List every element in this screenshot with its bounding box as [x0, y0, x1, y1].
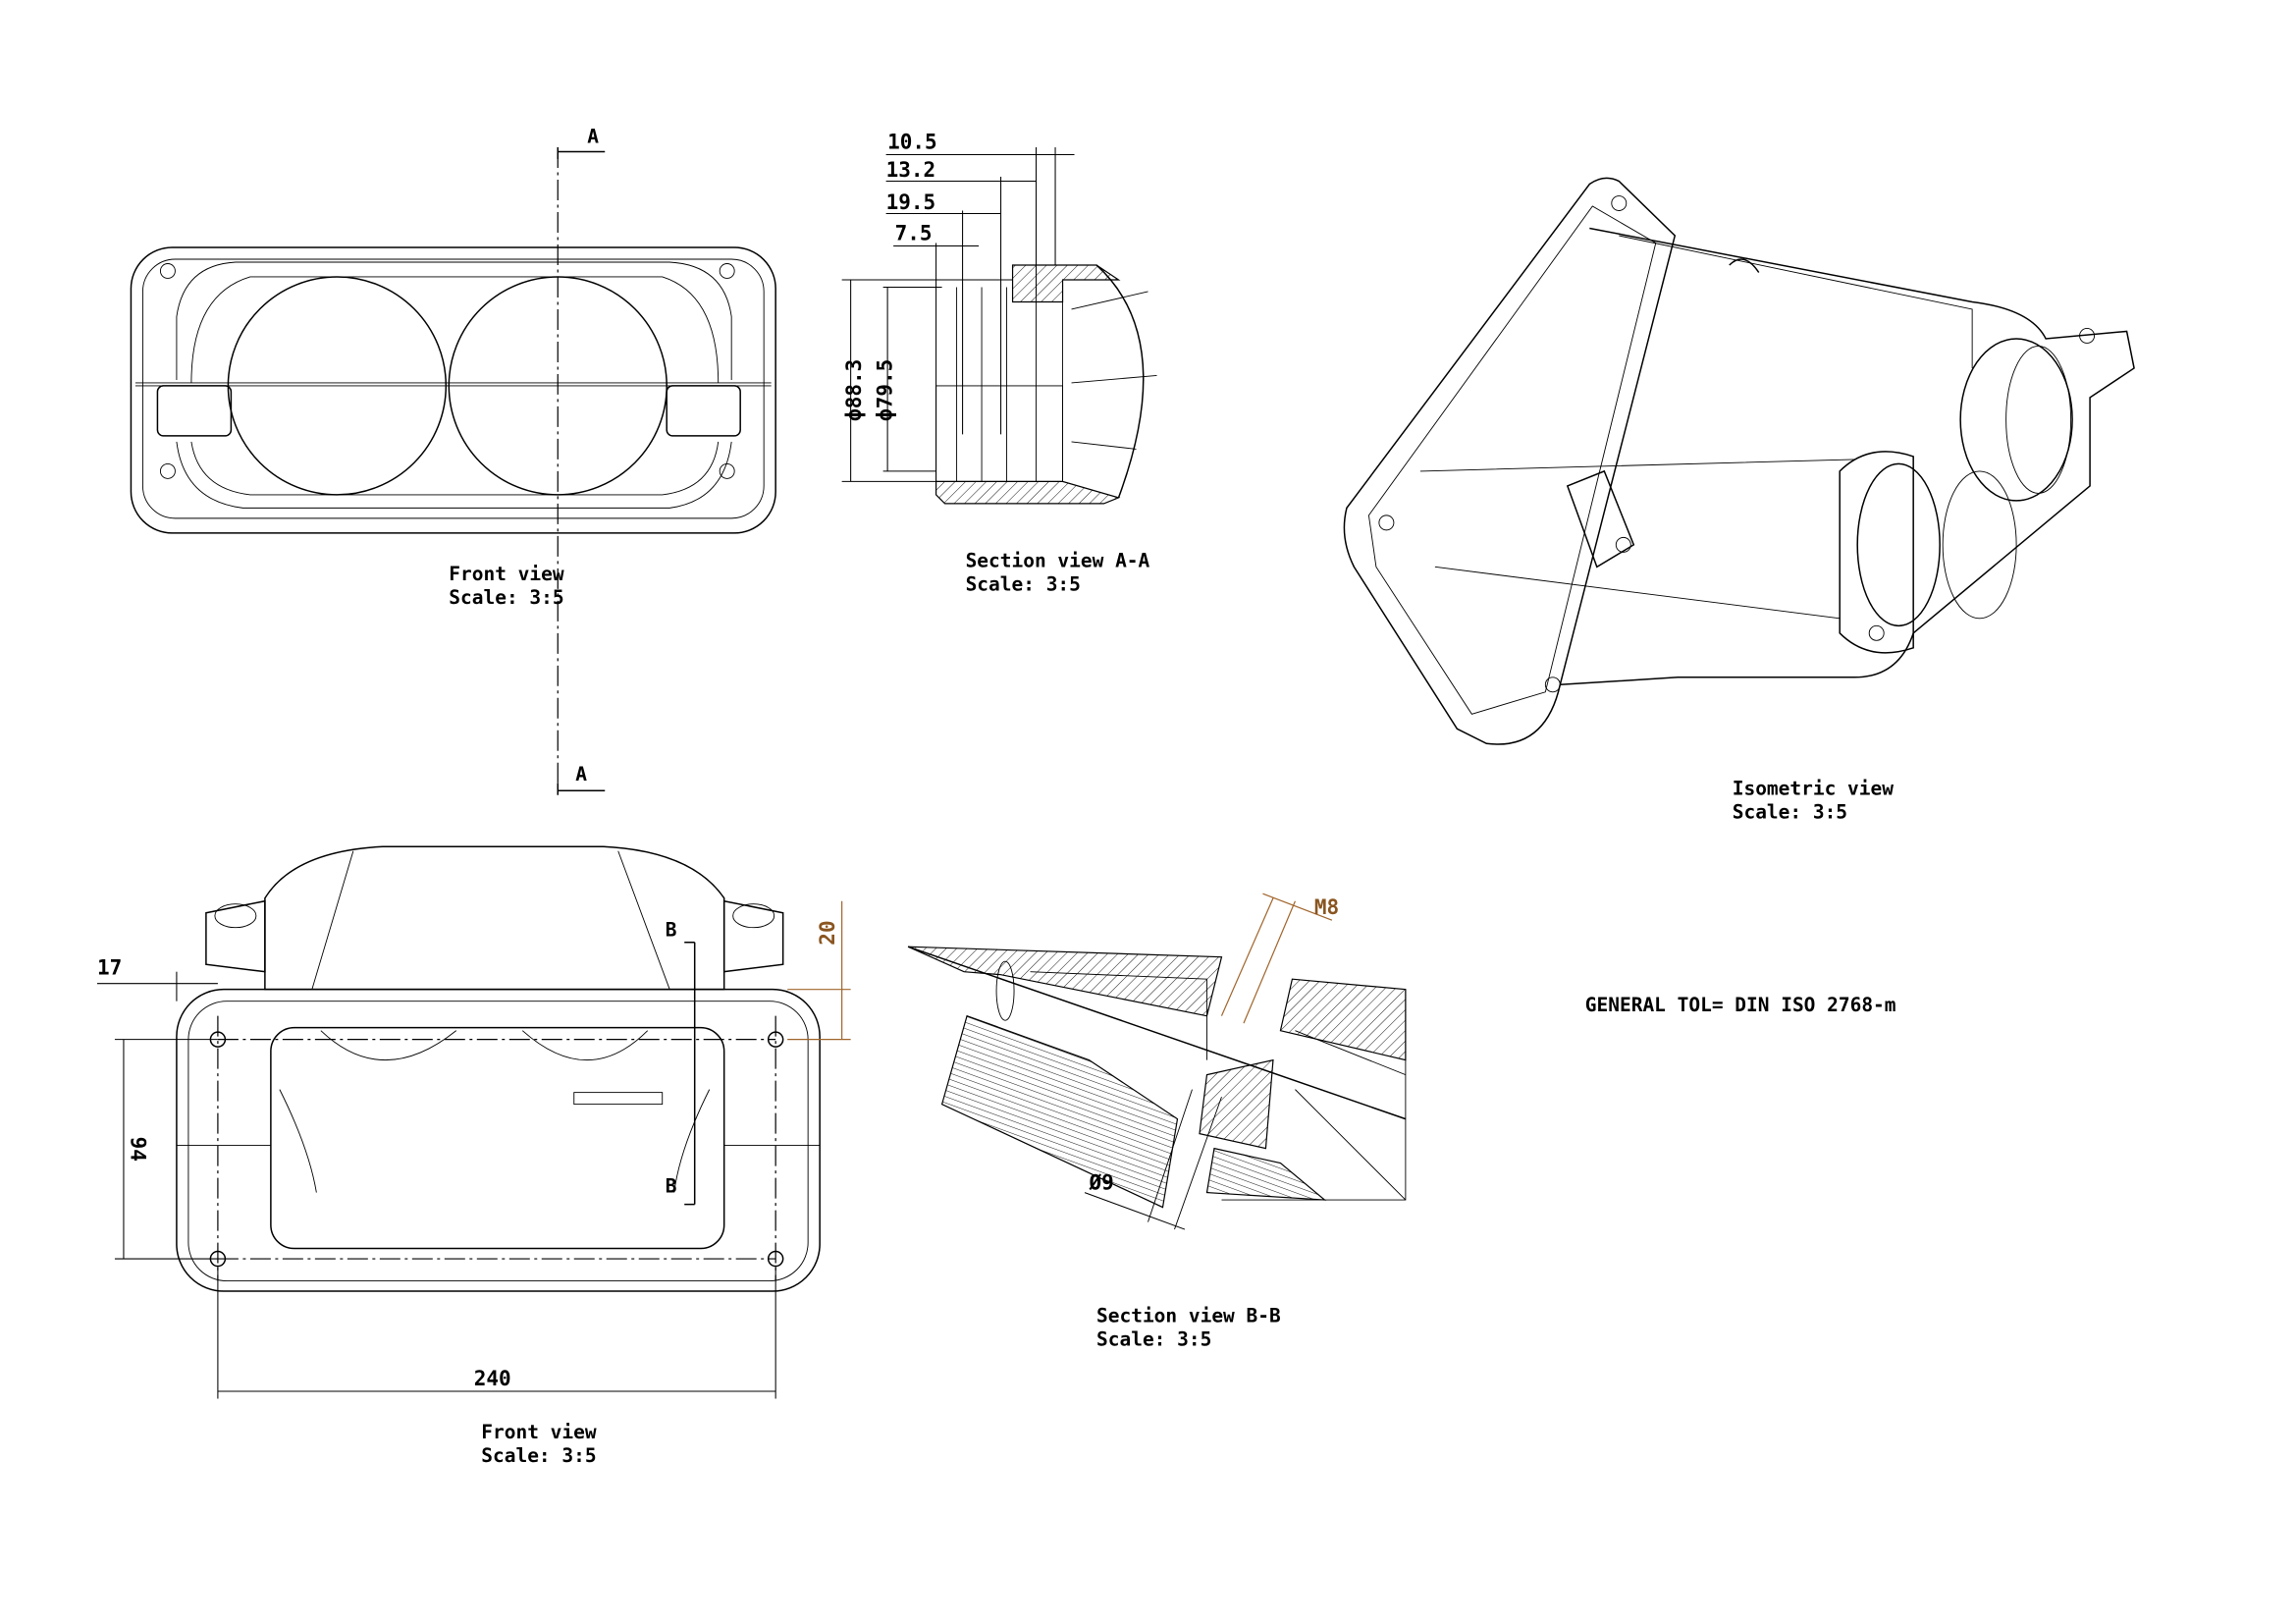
dim-dia-79-5: ϕ79.5: [874, 359, 897, 421]
dim-94: 94: [126, 1137, 149, 1162]
front-view-top-scale: Scale: 3:5: [449, 586, 563, 609]
dim-m8: M8: [1314, 895, 1339, 919]
dim-20: 20: [816, 920, 839, 945]
section-marker-a-top: A: [587, 126, 599, 148]
dim-dia-9: Ø9: [1089, 1171, 1114, 1195]
isometric-title: Isometric view: [1733, 778, 1894, 800]
front-view-bottom: B B 17 94 240 20 Front view Scale: 3:5: [96, 845, 851, 1467]
front-view-top: A A Front view Scale: 3:5: [130, 126, 776, 795]
dim-7-5: 7.5: [895, 221, 933, 244]
dim-17: 17: [97, 956, 122, 980]
general-tolerance-note: GENERAL TOL= DIN ISO 2768-m: [1585, 994, 1896, 1016]
dim-19-5: 19.5: [886, 190, 936, 214]
front-view-bottom-title: Front view: [481, 1421, 597, 1443]
dim-dia-88-3: ϕ88.3: [842, 359, 866, 421]
front-view-top-title: Front view: [449, 563, 564, 585]
section-marker-a-bottom: A: [575, 763, 587, 785]
isometric-view: Isometric view Scale: 3:5: [1343, 177, 2135, 824]
section-b-title: Section view B-B: [1096, 1305, 1281, 1327]
section-marker-b-bottom: B: [666, 1175, 677, 1198]
isometric-scale: Scale: 3:5: [1733, 801, 1847, 824]
dim-10-5: 10.5: [887, 131, 937, 154]
section-b-scale: Scale: 3:5: [1096, 1328, 1211, 1351]
section-marker-b-top: B: [666, 919, 677, 942]
section-view-b-b: M8 Ø9 Section view B-B Scale: 3:5: [907, 893, 1407, 1351]
section-a-scale: Scale: 3:5: [966, 572, 1081, 595]
section-a-title: Section view A-A: [966, 549, 1150, 571]
dim-240: 240: [474, 1367, 511, 1390]
front-view-bottom-scale: Scale: 3:5: [481, 1444, 596, 1467]
dim-13-2: 13.2: [886, 158, 936, 182]
section-view-a-a: 10.5 13.2 19.5 7.5 ϕ88.3 ϕ79.5 Section v…: [841, 131, 1157, 595]
